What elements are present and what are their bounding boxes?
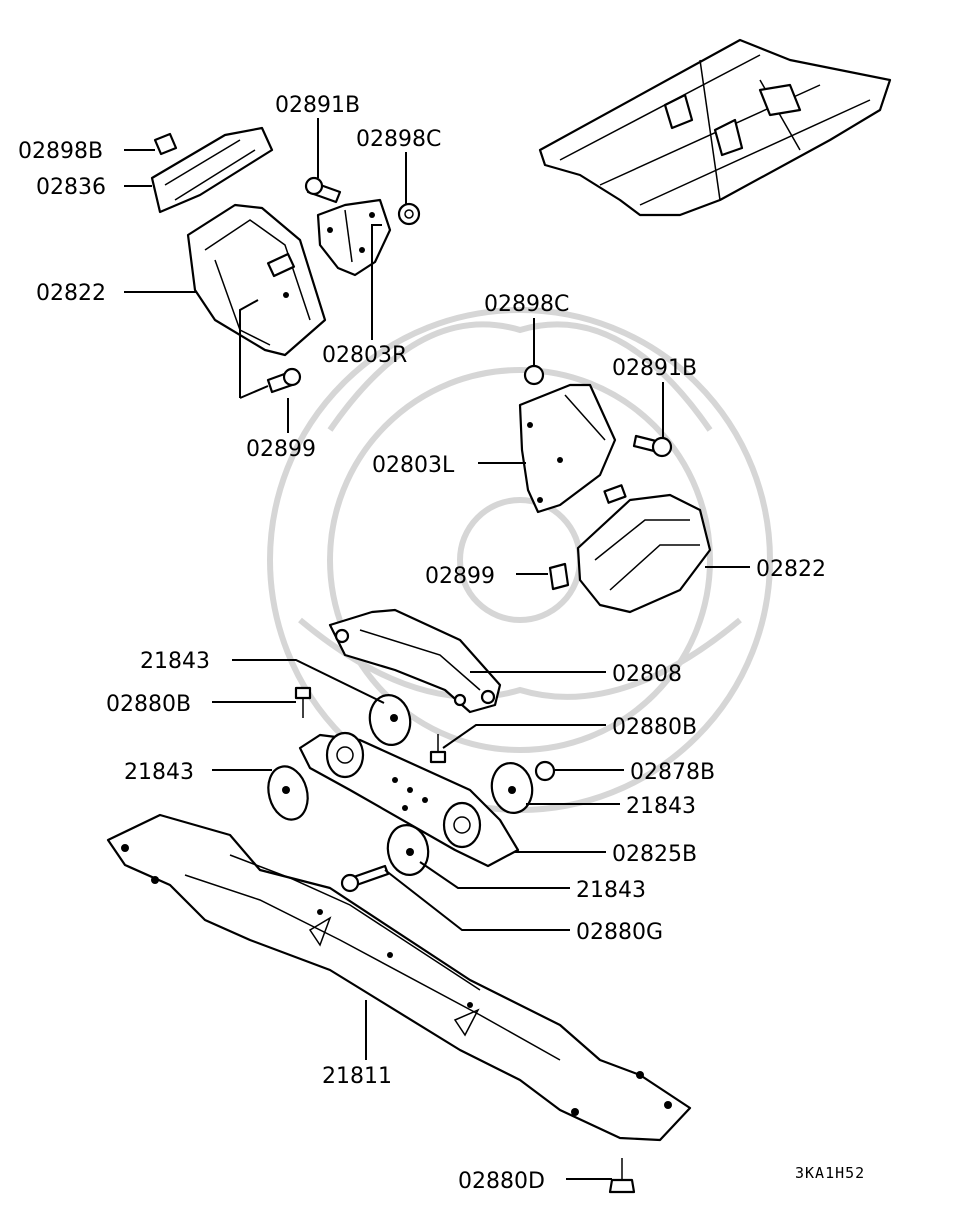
callout-02878B: 02878B	[630, 760, 715, 785]
callout-02803L: 02803L	[372, 453, 455, 478]
part-21811-crossmember	[106, 813, 692, 1142]
part-02822-left-mount	[186, 203, 327, 357]
part-02898C-nut-top	[397, 202, 421, 226]
callout-21843-c: 21843	[626, 794, 696, 819]
part-21843-pad-c	[490, 762, 534, 814]
part-02891B-bolt-top	[304, 176, 342, 204]
callout-02880D: 02880D	[458, 1169, 545, 1194]
callout-02808: 02808	[612, 662, 682, 687]
callout-02891B-mid: 02891B	[612, 356, 697, 381]
part-02899-bolt-mid	[548, 562, 570, 591]
callout-02880G: 02880G	[576, 920, 663, 945]
part-21843-pad-d	[386, 824, 430, 876]
callout-02898C-top: 02898C	[356, 127, 441, 152]
part-02898C-nut-mid	[523, 364, 545, 386]
part-02878B-nut	[534, 760, 556, 782]
callout-02803R: 02803R	[322, 343, 407, 368]
callout-02825B: 02825B	[612, 842, 697, 867]
callout-02891B-top: 02891B	[275, 93, 360, 118]
part-02836-heat-shield	[150, 126, 274, 214]
callout-02822-left: 02822	[36, 281, 106, 306]
part-02825B-mount-bar	[298, 731, 520, 868]
part-02822-right-mount	[576, 484, 712, 614]
part-21843-pad-a	[368, 694, 412, 746]
callout-02836: 02836	[36, 175, 106, 200]
callout-21843-a: 21843	[140, 649, 210, 674]
part-02880B-bolt-right	[429, 734, 447, 764]
part-02898B-nut	[153, 132, 178, 156]
part-21843-pad-b	[267, 765, 309, 821]
callout-21843-b: 21843	[124, 760, 194, 785]
part-02880B-bolt-left	[294, 686, 312, 718]
part-02803L-bracket	[518, 383, 617, 514]
callout-21843-d: 21843	[576, 878, 646, 903]
leader-lines	[124, 118, 750, 1180]
part-02880D-bolt	[608, 1158, 636, 1194]
part-02803R-bracket	[316, 198, 392, 277]
callout-21811: 21811	[322, 1064, 392, 1089]
callout-02898C-mid: 02898C	[484, 292, 569, 317]
callout-02880B-left: 02880B	[106, 692, 191, 717]
callout-02880B-right: 02880B	[612, 715, 697, 740]
callout-02899-mid: 02899	[425, 564, 495, 589]
part-02899-bolt-top	[266, 367, 302, 394]
callout-02822-right: 02822	[756, 557, 826, 582]
part-02891B-bolt-mid	[632, 434, 673, 458]
part-02808-bracket	[328, 608, 502, 714]
callout-02899-top: 02899	[246, 437, 316, 462]
callout-02898B: 02898B	[18, 139, 103, 164]
diagram-code: 3KA1H52	[795, 1164, 865, 1182]
vehicle-frame-overview	[538, 38, 892, 217]
part-02880G-bolt	[340, 864, 390, 893]
